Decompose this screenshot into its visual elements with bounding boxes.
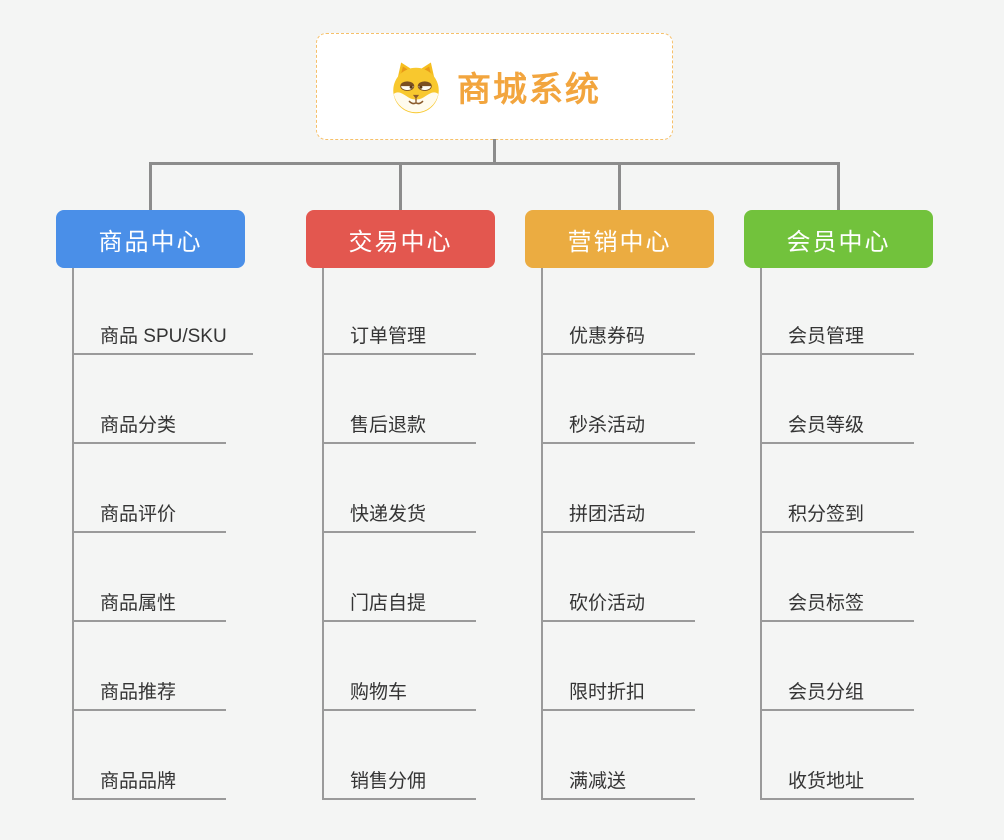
leaf-node-member-center-6[interactable]: 收货地址 <box>760 764 914 800</box>
branch-trunk-line-marketing-center <box>541 268 543 800</box>
leaf-node-member-center-3[interactable]: 积分签到 <box>760 497 914 533</box>
leaf-node-product-center-6[interactable]: 商品品牌 <box>72 764 226 800</box>
leaf-node-trade-center-1[interactable]: 订单管理 <box>322 319 476 355</box>
leaf-node-trade-center-5[interactable]: 购物车 <box>322 675 476 711</box>
shiba-dog-icon <box>388 59 444 115</box>
leaf-node-trade-center-2[interactable]: 售后退款 <box>322 408 476 444</box>
branch-node-member-center[interactable]: 会员中心 <box>744 210 933 268</box>
leaf-node-trade-center-3[interactable]: 快递发货 <box>322 497 476 533</box>
connector-branch-drop-member-center <box>837 162 840 210</box>
branch-trunk-line-member-center <box>760 268 762 800</box>
leaf-node-member-center-5[interactable]: 会员分组 <box>760 675 914 711</box>
connector-bus <box>149 162 840 165</box>
leaf-node-product-center-1[interactable]: 商品 SPU/SKU <box>72 319 253 355</box>
leaf-node-marketing-center-3[interactable]: 拼团活动 <box>541 497 695 533</box>
leaf-node-marketing-center-4[interactable]: 砍价活动 <box>541 586 695 622</box>
branch-node-trade-center[interactable]: 交易中心 <box>306 210 495 268</box>
root-title: 商城系统 <box>457 71 601 109</box>
leaf-node-trade-center-6[interactable]: 销售分佣 <box>322 764 476 800</box>
leaf-node-product-center-4[interactable]: 商品属性 <box>72 586 226 622</box>
leaf-node-member-center-2[interactable]: 会员等级 <box>760 408 914 444</box>
connector-branch-drop-marketing-center <box>618 162 621 210</box>
leaf-node-product-center-2[interactable]: 商品分类 <box>72 408 226 444</box>
leaf-node-marketing-center-2[interactable]: 秒杀活动 <box>541 408 695 444</box>
root-node[interactable]: 商城系统 <box>316 33 673 140</box>
connector-branch-drop-trade-center <box>399 162 402 210</box>
leaf-node-product-center-3[interactable]: 商品评价 <box>72 497 226 533</box>
leaf-node-marketing-center-5[interactable]: 限时折扣 <box>541 675 695 711</box>
branch-trunk-line-trade-center <box>322 268 324 800</box>
leaf-node-trade-center-4[interactable]: 门店自提 <box>322 586 476 622</box>
branch-trunk-line-product-center <box>72 268 74 800</box>
leaf-node-marketing-center-6[interactable]: 满减送 <box>541 764 695 800</box>
connector-branch-drop-product-center <box>149 162 152 210</box>
branch-node-product-center[interactable]: 商品中心 <box>56 210 245 268</box>
branch-node-marketing-center[interactable]: 营销中心 <box>525 210 714 268</box>
leaf-node-marketing-center-1[interactable]: 优惠券码 <box>541 319 695 355</box>
connector-root-drop <box>493 139 496 165</box>
leaf-node-product-center-5[interactable]: 商品推荐 <box>72 675 226 711</box>
leaf-node-member-center-4[interactable]: 会员标签 <box>760 586 914 622</box>
leaf-node-member-center-1[interactable]: 会员管理 <box>760 319 914 355</box>
